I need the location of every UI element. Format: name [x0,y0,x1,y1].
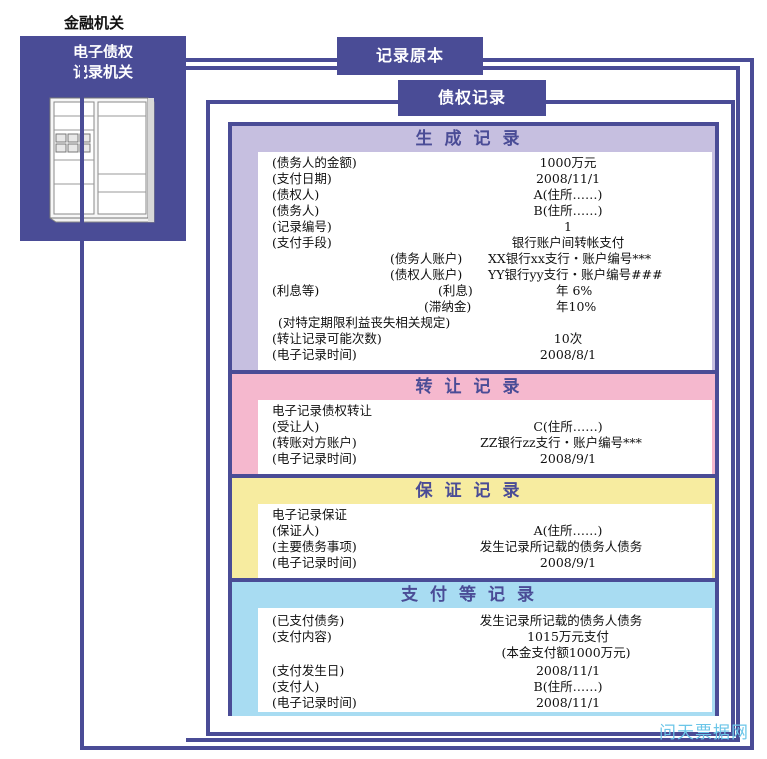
guarantee-record-section: 保证记录 电子记录保证 (保证人) A(住所……) (主要债务事项) 发生记录所… [232,478,715,582]
record-field-value: 1015万元支付 [458,630,678,644]
guarantee-record-body: 电子记录保证 (保证人) A(住所……) (主要债务事项) 发生记录所记载的债务… [258,504,712,578]
record-field-label: (债权人账户) [390,268,462,282]
record-field-value: 银行账户间转帐支付 [458,236,678,250]
record-field-label: 电子记录债权转让 [272,404,372,418]
record-field-value: 年10% [556,300,596,314]
record-field-label: (记录编号) [272,220,332,234]
payment-record-body: (已支付债务) 发生记录所记载的债务人债务 (支付内容) 1015万元支付 (本… [258,608,712,712]
record-field-label: (电子记录时间) [272,348,357,362]
record-field-label: (债务人账户) [390,252,462,266]
record-field-label: 电子记录保证 [272,508,347,522]
record-field-label: (主要债务事项) [272,540,357,554]
transfer-record-section: 转让记录 电子记录债权转让 (受让人) C(住所……) (转账对方账户) ZZ银… [232,374,715,478]
record-field-value: C(住所……) [458,420,678,434]
record-field-label: (债权人) [272,188,319,202]
record-field-label: (支付日期) [272,172,332,186]
record-field-value: A(住所……) [458,524,678,538]
record-field-label: (转账对方账户) [272,436,357,450]
transfer-record-title: 转让记录 [232,374,715,400]
record-field-value: 2008/8/1 [458,348,678,362]
record-field-value: 发生记录所记载的债务人债务 [426,614,696,628]
payment-record-section: 支付等记录 (已支付债务) 发生记录所记载的债务人债务 (支付内容) 1015万… [232,582,715,716]
record-field-value: XX银行xx支行・账户编号*** [488,252,651,266]
record-field-sublabel: (利息) [438,284,473,298]
transfer-record-body: 电子记录债权转让 (受让人) C(住所……) (转账对方账户) ZZ银行zz支行… [258,400,712,474]
record-field-value: (本金支付额1000万元) [436,646,696,660]
record-field-label: (受让人) [272,420,319,434]
financial-institution-label: 金融机关 [64,12,124,33]
generation-record-section: 生成记录 (债务人的金额) 1000万元 (支付日期) 2008/11/1 (债… [232,126,715,374]
record-field-value: 2008/9/1 [458,556,678,570]
record-field-label: (债务人的金额) [272,156,357,170]
record-field-label: (电子记录时间) [272,696,357,710]
generation-record-title: 生成记录 [232,126,715,152]
record-field-label: (利息等) [272,284,319,298]
record-field-label: (支付内容) [272,630,332,644]
payment-record-title: 支付等记录 [232,582,715,608]
record-field-value: 2008/11/1 [458,664,678,678]
record-sections: 生成记录 (债务人的金额) 1000万元 (支付日期) 2008/11/1 (债… [228,122,719,716]
record-field-value: 1 [458,220,678,234]
record-field-value: 2008/9/1 [458,452,678,466]
record-field-label: (支付人) [272,680,319,694]
record-field-value: 1000万元 [458,156,678,170]
record-field-label: (债务人) [272,204,319,218]
record-field-value: 2008/11/1 [458,696,678,710]
record-field-label: (支付手段) [272,236,332,250]
watermark: 问天票据网 [659,718,749,743]
record-field-value: 2008/11/1 [458,172,678,186]
record-field-sublabel: (滞纳金) [424,300,471,314]
debt-record-tag: 债权记录 [398,80,546,116]
record-field-value: YY银行yy支行・账户编号### [488,268,663,282]
record-field-label: (保证人) [272,524,319,538]
record-field-value: 发生记录所记载的债务人债务 [426,540,696,554]
record-field-value: B(住所……) [458,204,678,218]
generation-record-body: (债务人的金额) 1000万元 (支付日期) 2008/11/1 (债权人) A… [258,152,712,370]
record-field-label: (已支付债务) [272,614,344,628]
record-field-value: 年 6% [556,284,592,298]
record-field-label: (电子记录时间) [272,452,357,466]
record-field-value: 10次 [458,332,678,346]
record-field-label: (对特定期限利益丧失相关规定) [278,316,450,330]
record-field-value: B(住所……) [458,680,678,694]
record-field-label: (支付发生日) [272,664,344,678]
original-record-tag: 记录原本 [337,37,483,75]
record-field-value: ZZ银行zz支行・账户编号*** [426,436,696,450]
record-field-label: (电子记录时间) [272,556,357,570]
guarantee-record-title: 保证记录 [232,478,715,504]
record-field-value: A(住所……) [458,188,678,202]
record-field-label: (转让记录可能次数) [272,332,382,346]
